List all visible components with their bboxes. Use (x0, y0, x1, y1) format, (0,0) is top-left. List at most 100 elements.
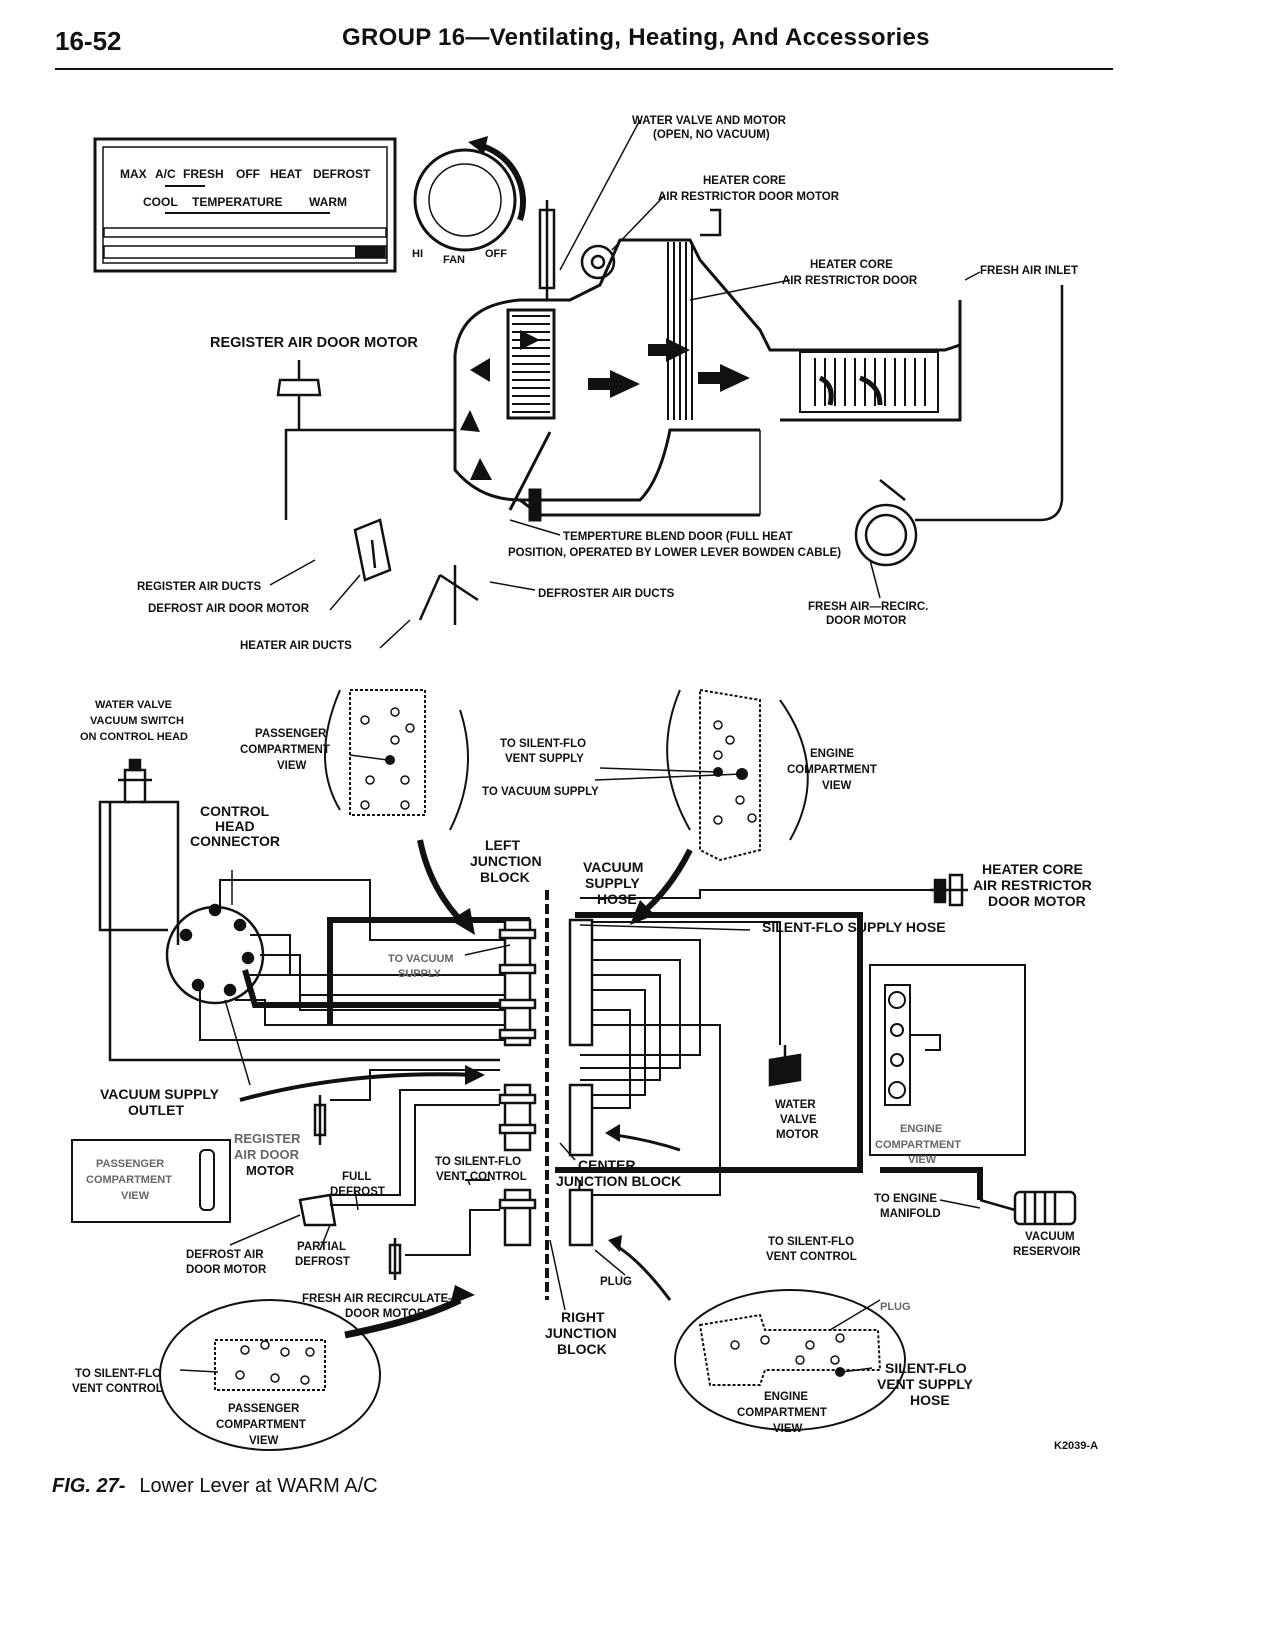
duct-lines (418, 565, 479, 625)
label-heater-air-ducts: HEATER AIR DUCTS (240, 640, 352, 652)
label-to-silent-flo-control-right-1: TO SILENT-FLO (768, 1236, 854, 1248)
label-heater-core-motor-b-1: HEATER CORE (982, 861, 1083, 877)
passenger-view-bottom-oval (159, 1299, 381, 1451)
label-silent-flo-supply-hose: SILENT-FLO SUPPLY HOSE (762, 919, 946, 935)
label-to-vacuum-supply-inner-2: SUPPLY (398, 968, 442, 980)
panel-label-off: OFF (236, 167, 260, 181)
label-control-head-3: CONNECTOR (190, 833, 280, 849)
heater-core (506, 308, 556, 420)
temperature-lever (355, 246, 385, 258)
label-to-silent-flo-supply-1: TO SILENT-FLO (500, 738, 586, 750)
label-right-junction-2: JUNCTION (545, 1325, 617, 1341)
label-center-junction-2: JUNCTION BLOCK (556, 1173, 681, 1189)
label-silent-flo-hose-bottom-2: VENT SUPPLY (877, 1376, 974, 1392)
panel-label-fresh: FRESH (183, 167, 224, 181)
defrost-motor-top (353, 518, 392, 582)
label-engine-view-top-3: VIEW (822, 780, 852, 792)
junction-block-rails (568, 918, 594, 1247)
label-engine-view-top-1: ENGINE (810, 748, 854, 760)
airflow-arrows (460, 330, 883, 480)
engine-view-top-oval (666, 689, 809, 841)
label-heater-core-motor-2: AIR RESTRICTOR DOOR MOTOR (658, 191, 840, 203)
fan-label-off: OFF (485, 248, 507, 260)
label-to-engine-manifold-2: MANIFOLD (880, 1208, 941, 1220)
label-heater-core-motor-b-3: DOOR MOTOR (988, 893, 1086, 909)
control-panel: MAX A/C FRESH OFF HEAT DEFROST COOL TEMP… (93, 137, 397, 273)
label-fresh-air-inlet: FRESH AIR INLET (980, 265, 1078, 277)
label-vacuum-supply-hose-2: SUPPLY (585, 875, 640, 891)
label-defrost-motor-mid-1: DEFROST AIR (186, 1249, 264, 1261)
panel-label-temperature: TEMPERATURE (192, 195, 282, 209)
label-heater-core-door-2: AIR RESTRICTOR DOOR (782, 275, 918, 287)
label-water-valve-motor-b-3: MOTOR (776, 1129, 819, 1141)
label-water-valve-switch-3: ON CONTROL HEAD (80, 731, 188, 743)
fresh-recirc-motor-mid (388, 1238, 402, 1280)
label-left-junction-2: JUNCTION (470, 853, 542, 869)
label-to-vacuum-supply-inner-1: TO VACUUM (388, 953, 454, 965)
panel-label-cool: COOL (143, 195, 178, 209)
fan-label-hi: HI (412, 248, 423, 260)
label-passenger-view-bottom-2: COMPARTMENT (216, 1419, 306, 1431)
label-vacuum-reservoir-2: RESERVOIR (1013, 1246, 1081, 1258)
label-passenger-view-mid-1: PASSENGER (96, 1158, 164, 1170)
label-defrost-air-door-motor: DEFROST AIR DOOR MOTOR (148, 603, 310, 615)
label-to-silent-flo-control-mid-2: VENT CONTROL (436, 1171, 527, 1183)
label-full-defrost-2: DEFROST (330, 1186, 385, 1198)
label-passenger-view-top-3: VIEW (277, 760, 307, 772)
panel-label-heat: HEAT (270, 167, 302, 181)
label-water-valve-motor-2: (OPEN, NO VACUUM) (653, 129, 770, 141)
label-register-air-door-motor: REGISTER AIR DOOR MOTOR (210, 335, 418, 351)
label-engine-view-top-2: COMPARTMENT (787, 764, 877, 776)
inset-ports (235, 707, 845, 1385)
label-defrost-motor-mid-2: DOOR MOTOR (186, 1264, 267, 1276)
label-plug: PLUG (600, 1276, 632, 1288)
label-fresh-air-recirc-2: DOOR MOTOR (826, 615, 907, 627)
passenger-view-mid-box (71, 1139, 231, 1223)
label-vacuum-supply-outlet-1: VACUUM SUPPLY (100, 1086, 220, 1102)
label-to-silent-flo-supply-2: VENT SUPPLY (505, 753, 584, 765)
center-junction-block (498, 1083, 537, 1152)
label-full-defrost-1: FULL (342, 1171, 371, 1183)
right-junction-block (498, 1188, 537, 1247)
fresh-air-recirc-motor-top (854, 285, 1064, 567)
label-passenger-view-bottom-3: VIEW (249, 1435, 279, 1447)
label-right-junction-3: BLOCK (557, 1341, 607, 1357)
figure-caption-text: Lower Lever at WARM A/C (139, 1475, 378, 1497)
label-water-valve-switch-2: VACUUM SWITCH (90, 715, 184, 727)
label-passenger-view-bottom-1: PASSENGER (228, 1403, 300, 1415)
leader-lines-top (269, 119, 981, 649)
label-silent-flo-hose-bottom-1: SILENT-FLO (885, 1360, 967, 1376)
passenger-view-top-oval (324, 689, 469, 831)
label-water-valve-switch-1: WATER VALVE (95, 699, 172, 711)
label-to-silent-flo-control-right-2: VENT CONTROL (766, 1251, 857, 1263)
label-passenger-view-top-1: PASSENGER (255, 728, 327, 740)
label-plug-light: PLUG (880, 1301, 911, 1313)
water-valve-motor-bottom (768, 1045, 802, 1087)
inset-views (159, 688, 906, 1451)
label-vacuum-supply-hose-3: HOSE (597, 891, 637, 907)
label-fresh-air-recirc-1: FRESH AIR—RECIRC. (808, 601, 928, 613)
label-defroster-air-ducts: DEFROSTER AIR DUCTS (538, 588, 675, 600)
label-partial-defrost-2: DEFROST (295, 1256, 350, 1268)
panel-label-warm: WARM (309, 195, 347, 209)
fan-knob: HI FAN OFF (412, 136, 527, 266)
panel-label-defrost: DEFROST (313, 167, 371, 181)
label-engine-view-bottom-1: ENGINE (764, 1391, 808, 1403)
label-to-silent-flo-control-left-1: TO SILENT-FLO (75, 1368, 161, 1380)
evaporator-core (667, 242, 693, 420)
defrost-motor-mid (298, 1193, 337, 1227)
panel-label-ac: A/C (155, 167, 176, 181)
label-center-junction-1: CENTER (578, 1157, 636, 1173)
heater-core-motor-bottom (944, 873, 968, 907)
label-engine-view-bottom-2: COMPARTMENT (737, 1407, 827, 1419)
temp-blend-door (508, 431, 552, 522)
label-passenger-view-mid-3: VIEW (121, 1190, 150, 1202)
label-left-junction-1: LEFT (485, 837, 520, 853)
label-to-vacuum-supply: TO VACUUM SUPPLY (482, 786, 599, 798)
label-vacuum-supply-hose-1: VACUUM (583, 859, 643, 875)
label-register-motor-mid-1: REGISTER (234, 1131, 301, 1146)
label-heater-core-door-1: HEATER CORE (810, 259, 893, 271)
panel-label-max: MAX (120, 167, 147, 181)
label-register-air-ducts: REGISTER AIR DUCTS (137, 581, 261, 593)
